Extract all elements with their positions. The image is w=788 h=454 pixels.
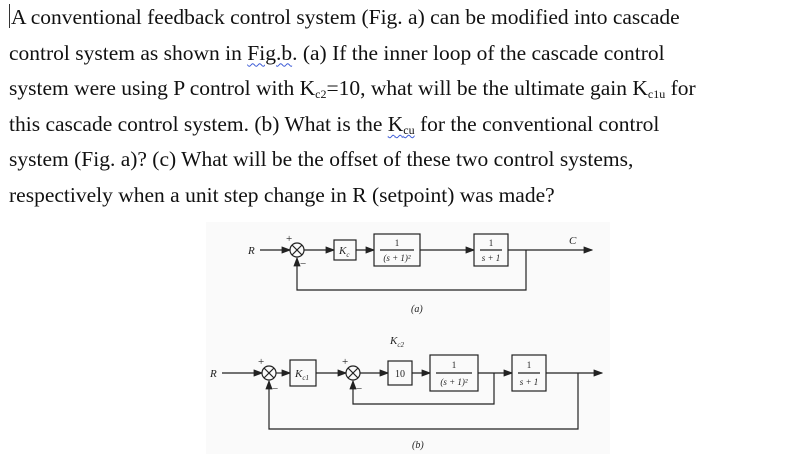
fig-b-inner-gain-subscript: c2 (397, 341, 404, 349)
fig-b-inner-cross-2 (347, 367, 359, 379)
question-line-3-middle: =10, what will be the ultimate gain K (326, 76, 648, 101)
fig-a-controller-subscript: c (346, 251, 350, 259)
fig-b-process1-denominator: (s + 1)² (440, 377, 468, 387)
fig-b-reference: Fig.b (247, 40, 293, 65)
fig-b-inner-plus-sign: + (342, 356, 348, 368)
question-line-3-start: system were using P control with K (9, 76, 316, 101)
fig-b-outer-controller-label: Kc1 (294, 368, 309, 382)
fig-a-controller-letter: K (338, 245, 347, 257)
fig-a-plus-sign: + (286, 233, 292, 245)
question-line-2-start: control system as shown in (9, 40, 248, 65)
kcu-letter: K (387, 111, 404, 136)
fig-a-process1-numerator: 1 (395, 238, 400, 248)
question-line-2: control system as shown in Fig.b. (a) If… (9, 36, 784, 72)
fig-a-process2-numerator: 1 (489, 238, 494, 248)
fig-b-inner-gain-letter: K (389, 335, 398, 347)
fig-b-outer-controller-subscript: c1 (302, 374, 309, 382)
kc1u-subscript: c1u (647, 87, 666, 102)
fig-b-inner-minus-sign: − (356, 383, 362, 395)
fig-b-outer-controller-block (289, 359, 317, 387)
fig-a-controller-label: Kc (338, 245, 350, 259)
fig-a-labels: R + − Kc 1 (s + 1)² 1 s + 1 C (a) (247, 233, 577, 315)
question-line-3-end: for (665, 76, 696, 101)
question-line-4-end: for the conventional control (414, 111, 660, 136)
fig-b-labels: R + − Kc1 + − Kc2 10 1 (s + 1)² 1 s + 1 … (209, 335, 538, 451)
fig-b-outer-plus-sign: + (258, 356, 264, 368)
fig-b-outer-controller-letter: K (294, 368, 303, 380)
question-line-6: respectively when a unit step change in … (9, 182, 555, 207)
kcu-symbol: Kcu (388, 112, 415, 136)
fig-b-process2-numerator: 1 (527, 360, 532, 370)
question-line-3: system were using P control with Kc2=10,… (9, 71, 784, 107)
question-line-1-text: A conventional feedback control system (… (11, 5, 680, 29)
fig-b-inner-gain-value: 10 (395, 369, 405, 380)
fig-b-outer-feedback-path (265, 373, 579, 430)
fig-b-process2-denominator: s + 1 (520, 377, 539, 387)
fig-b-input-label: R (209, 368, 217, 380)
fig-a-process2-denominator: s + 1 (482, 253, 501, 263)
text-cursor (9, 4, 10, 28)
question-text: A conventional feedback control system (… (9, 0, 784, 214)
fig-b-outer-minus-sign: − (272, 383, 278, 395)
fig-b-caption: (b) (412, 440, 424, 451)
kc2-subscript: c2 (315, 87, 327, 102)
question-line-5: system (Fig. a)? (c) What will be the of… (9, 147, 634, 172)
fig-b-process1-numerator: 1 (452, 360, 457, 370)
fig-a-process1-denominator: (s + 1)² (383, 253, 411, 263)
block-diagram-figure: R + − Kc 1 (s + 1)² 1 s + 1 C (a) (206, 222, 610, 454)
fig-a-output-label: C (569, 235, 577, 247)
fig-a-diagram (260, 233, 594, 291)
fig-a-feedback-path (293, 250, 527, 291)
fig-a-input-label: R (247, 245, 255, 257)
fig-a-caption: (a) (411, 304, 423, 315)
fig-b-outer-cross-2 (263, 367, 275, 379)
question-line-2-end: . (a) If the inner loop of the cascade c… (292, 40, 665, 65)
question-line-1: A conventional feedback control system (… (9, 0, 784, 36)
fig-b-inner-gain-name: Kc2 (389, 335, 404, 349)
fig-a-minus-sign: − (300, 258, 306, 270)
fig-b-inner-feedback-path (349, 373, 495, 405)
question-line-4-start: this cascade control system. (b) What is… (9, 111, 388, 136)
block-diagram-svg: R + − Kc 1 (s + 1)² 1 s + 1 C (a) (206, 222, 610, 454)
fig-b-inner-gain-block (387, 360, 413, 386)
kcu-subscript: cu (403, 122, 415, 137)
question-line-4: this cascade control system. (b) What is… (9, 107, 784, 143)
fig-b-diagram (222, 354, 604, 430)
fig-a-summing-cross-2 (291, 244, 303, 256)
